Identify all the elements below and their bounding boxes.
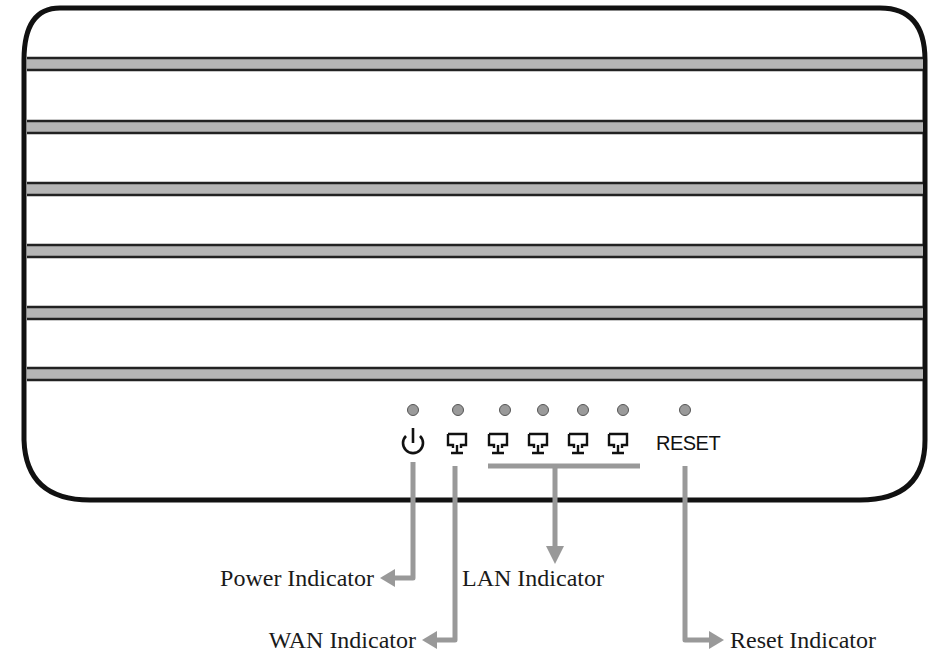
router-housing — [24, 8, 925, 500]
callout-label: Reset Indicator — [728, 627, 878, 653]
power-symbol — [403, 428, 423, 453]
vent-stripe-edge — [27, 379, 923, 382]
vent-stripe — [27, 368, 923, 380]
vent-stripe — [27, 245, 923, 257]
vent-stripe-edge — [27, 182, 923, 185]
vent-stripe-edge — [27, 132, 923, 135]
vent-stripe-edge — [27, 120, 923, 123]
vent-stripe-edge — [27, 367, 923, 370]
vent-stripe — [27, 58, 923, 70]
reset-button-label: RESET — [656, 432, 720, 454]
indicator-leds — [408, 405, 691, 416]
arrow-heads — [380, 546, 724, 649]
callout-label: LAN Indicator — [460, 565, 606, 591]
vent-stripe-edge — [27, 306, 923, 309]
callout-label: WAN Indicator — [267, 627, 418, 653]
vent-stripes — [27, 58, 923, 380]
vent-stripe-edge — [27, 194, 923, 197]
callout-label: Power Indicator — [218, 565, 376, 591]
vent-stripe — [27, 121, 923, 133]
port-icons — [448, 434, 627, 453]
vent-stripe-edge — [27, 256, 923, 259]
vent-stripe-edge — [27, 69, 923, 72]
vent-stripe-edge — [27, 244, 923, 247]
leader-lines — [392, 462, 712, 640]
vent-stripe — [27, 183, 923, 195]
vent-stripe-edge — [27, 318, 923, 321]
vent-stripe — [27, 307, 923, 319]
vent-stripe-edge — [27, 57, 923, 60]
